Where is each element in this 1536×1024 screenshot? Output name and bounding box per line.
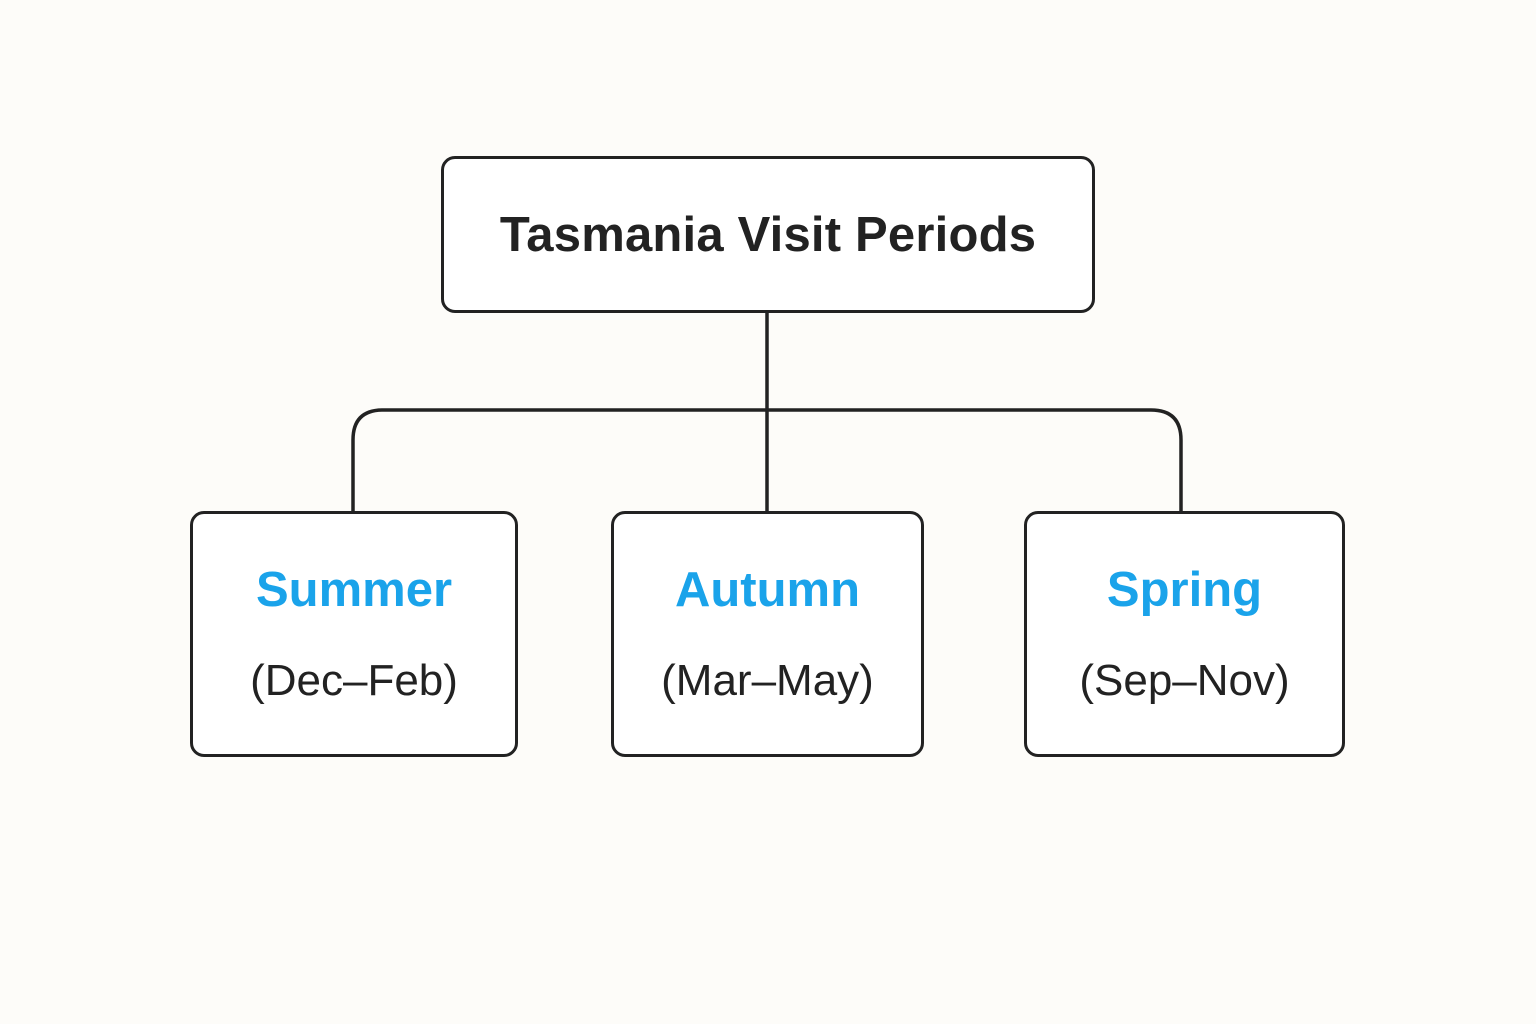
season-name: Spring [1106,563,1263,617]
season-node-spring: Spring (Sep–Nov) [1024,511,1345,757]
season-range: (Dec–Feb) [250,656,458,705]
connector-branch-right [765,408,1183,513]
season-range: (Mar–May) [661,656,874,705]
season-name: Autumn [674,563,861,617]
root-title: Tasmania Visit Periods [499,207,1037,262]
season-node-autumn: Autumn (Mar–May) [611,511,924,757]
season-node-summer: Summer (Dec–Feb) [190,511,518,757]
root-node: Tasmania Visit Periods [441,156,1095,313]
connector-branch-left [351,408,769,513]
season-name: Summer [255,563,453,617]
season-range: (Sep–Nov) [1079,656,1290,705]
